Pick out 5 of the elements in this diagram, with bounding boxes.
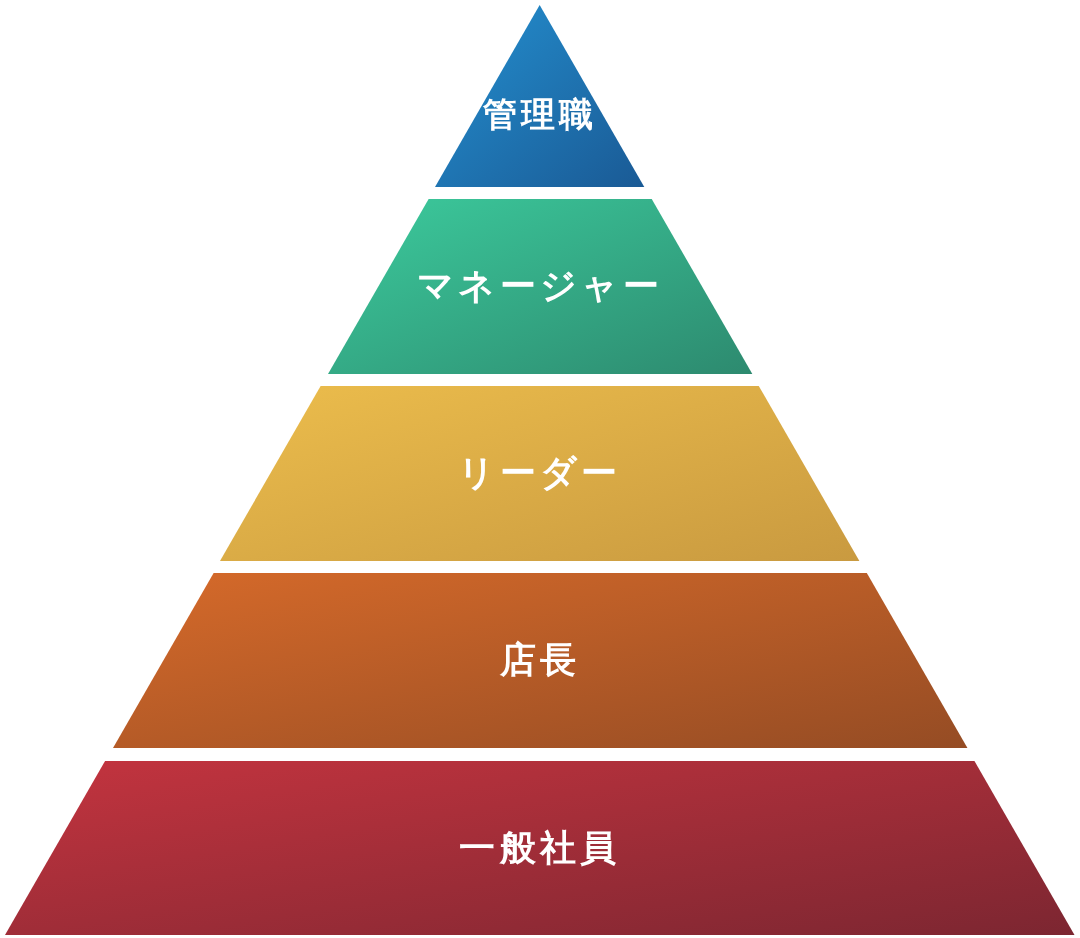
tier-label: 一般社員	[459, 825, 621, 870]
tier-label: リーダー	[458, 451, 622, 495]
tier-label: 管理職	[482, 93, 598, 136]
tier-label: マネージャー	[417, 264, 663, 308]
tier-label: 店長	[499, 638, 581, 682]
